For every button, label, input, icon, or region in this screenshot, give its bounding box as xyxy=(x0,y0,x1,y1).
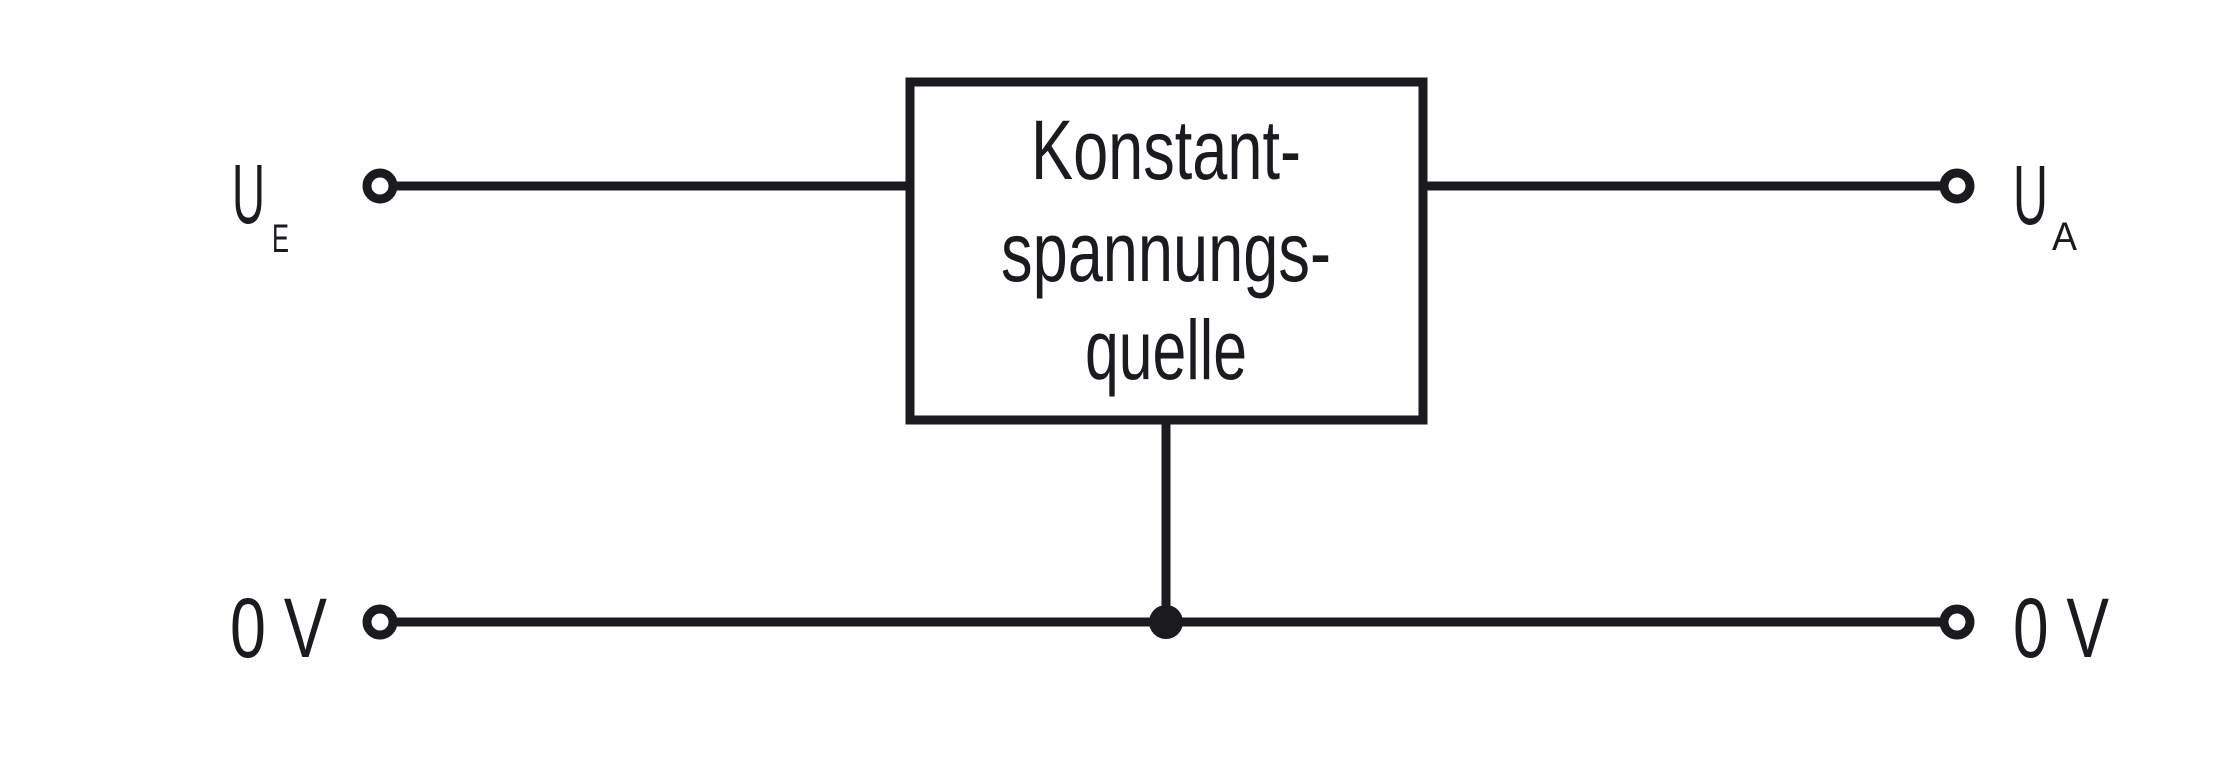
terminal-input-top xyxy=(362,168,398,204)
ground-left-label: 0 V xyxy=(230,581,327,675)
terminal-output-top xyxy=(1939,168,1975,204)
terminal-ground-left xyxy=(362,604,398,640)
output-voltage-label: U xyxy=(2013,148,2048,242)
terminal-ground-right xyxy=(1939,604,1975,640)
block-label-line-3: quelle xyxy=(1085,303,1247,397)
input-voltage-subscript: E xyxy=(272,217,289,261)
input-voltage-label: U xyxy=(232,147,265,241)
ground-right-label: 0 V xyxy=(2013,581,2109,675)
junction-dot xyxy=(1149,605,1183,639)
constant-voltage-source-box xyxy=(905,77,1428,425)
block-label-line-2: spannungs- xyxy=(1001,205,1331,299)
block-label-line-1: Konstant- xyxy=(1031,103,1301,197)
output-voltage-subscript: A xyxy=(2052,215,2077,259)
